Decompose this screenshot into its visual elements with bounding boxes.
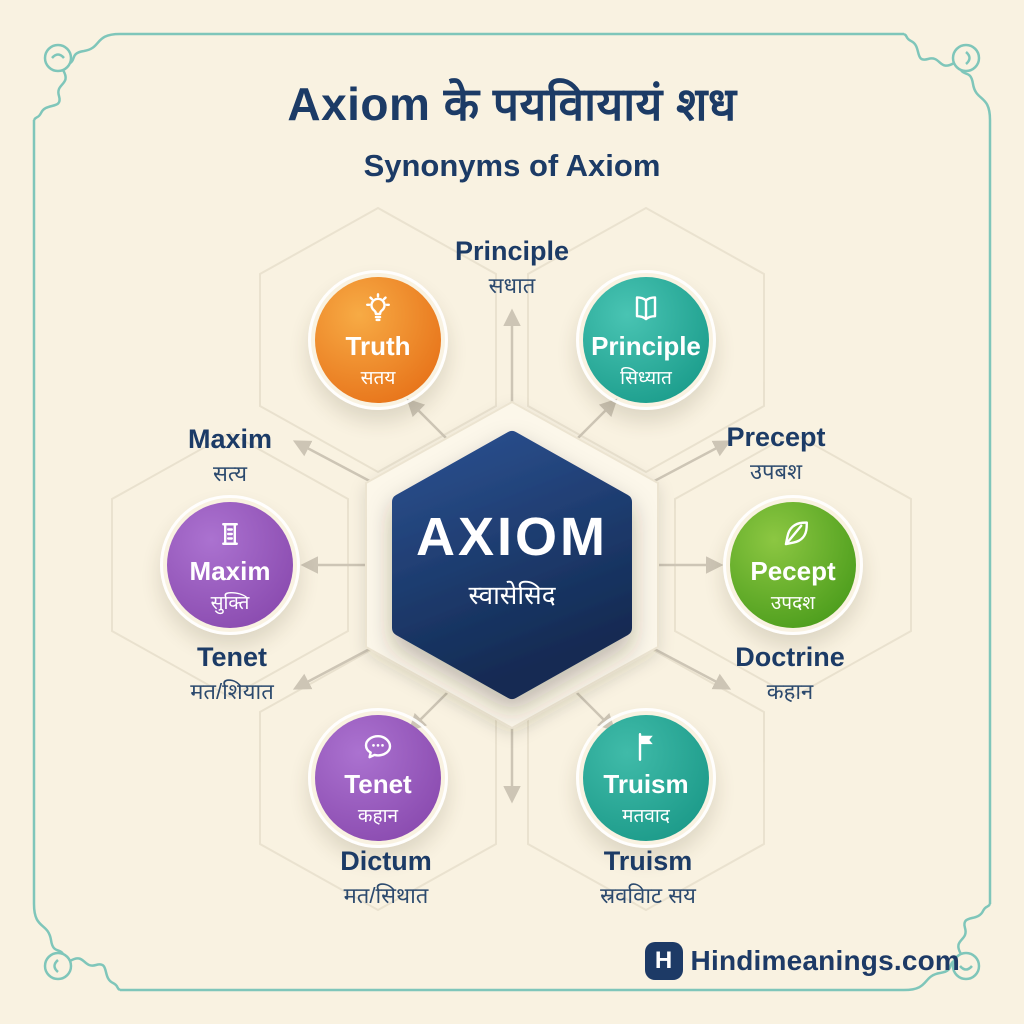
outer-label-hi: स्रवविाट सय: [600, 883, 696, 908]
node-label: Pecept: [750, 555, 836, 586]
outer-label-hi: मत/शियात: [190, 679, 274, 704]
outer-label-en: Doctrine: [735, 642, 845, 672]
outer-label-hi: सधात: [488, 273, 536, 298]
brand-logo-icon: H: [644, 942, 683, 980]
outer-label-en: Maxim: [187, 424, 273, 454]
outer-label-en: Tenet: [196, 642, 267, 672]
page-subtitle: Synonyms of Axiom: [363, 148, 661, 183]
axiom-word: AXIOM: [415, 507, 608, 567]
outer-label-en: Principle: [454, 236, 570, 266]
node-maxim: Maxim सुक्ति: [160, 495, 300, 635]
outer-label-en: Precept: [726, 422, 826, 452]
outer-label-hi: कहान: [766, 679, 814, 704]
node-hindi-label: सिध्यात: [620, 367, 672, 389]
label-tenet-left: Tenet मत/शियात: [122, 642, 342, 706]
node-hindi-label: उपदश: [770, 592, 816, 614]
label-doctrine-right: Doctrine कहान: [680, 642, 900, 706]
label-precept-right: Precept उपबश: [666, 422, 886, 486]
outer-label-en: Truism: [603, 846, 693, 876]
node-label: Truism: [603, 768, 689, 799]
brand-name: Hindimeanings.com: [690, 945, 960, 976]
header: Axiom के पयविायायं शध Synonyms of Axiom: [0, 72, 1024, 184]
ornamental-border: [32, 32, 992, 992]
axiom-hindi: स्वासेसिद: [468, 580, 556, 610]
feather-icon: [784, 520, 808, 545]
axiom-center-label: AXIOM स्वासेसिद: [382, 506, 642, 612]
label-truism-bottom: Truism स्रवविाट सय: [538, 846, 758, 910]
outer-label-hi: सत्य: [212, 461, 247, 486]
scroll-icon: [222, 522, 238, 545]
node-hindi-label: कहान: [357, 805, 399, 827]
outer-label-hi: मत/सिथात: [343, 883, 429, 908]
label-dictum-bottom: Dictum मत/सिथात: [276, 846, 496, 910]
outer-label-en: Dictum: [340, 846, 432, 876]
node-hindi-label: सतय: [360, 367, 396, 389]
label-maxim-left: Maxim सत्य: [120, 424, 340, 488]
outer-label-hi: उपबश: [749, 459, 803, 484]
node-label: Tenet: [344, 768, 412, 799]
footer-brand: H Hindimeanings.com: [644, 942, 960, 980]
speech-bubble-icon: [364, 734, 392, 758]
node-label: Truth: [345, 330, 411, 361]
node-label: Principle: [591, 330, 701, 361]
node-hindi-label: सुक्ति: [210, 592, 250, 614]
corner-flourish: [32, 32, 121, 121]
node-label: Maxim: [189, 555, 271, 586]
node-truism: Truism मतवाद: [576, 708, 716, 848]
node-truth: Truth सतय: [308, 270, 448, 410]
node-pecept: Pecept उपदश: [723, 495, 863, 635]
page-title: Axiom के पयविायायं शध: [287, 78, 737, 130]
node-hindi-label: मतवाद: [622, 805, 670, 827]
axiom-hexagon: [392, 431, 632, 699]
node-principle: Principle सिध्यात: [576, 270, 716, 410]
lightbulb-icon: [366, 292, 390, 321]
flag-icon: [638, 732, 653, 761]
label-principle-top: Principle सधात: [402, 236, 622, 300]
open-book-icon: [635, 295, 657, 320]
node-tenet: Tenet कहान: [308, 708, 448, 848]
